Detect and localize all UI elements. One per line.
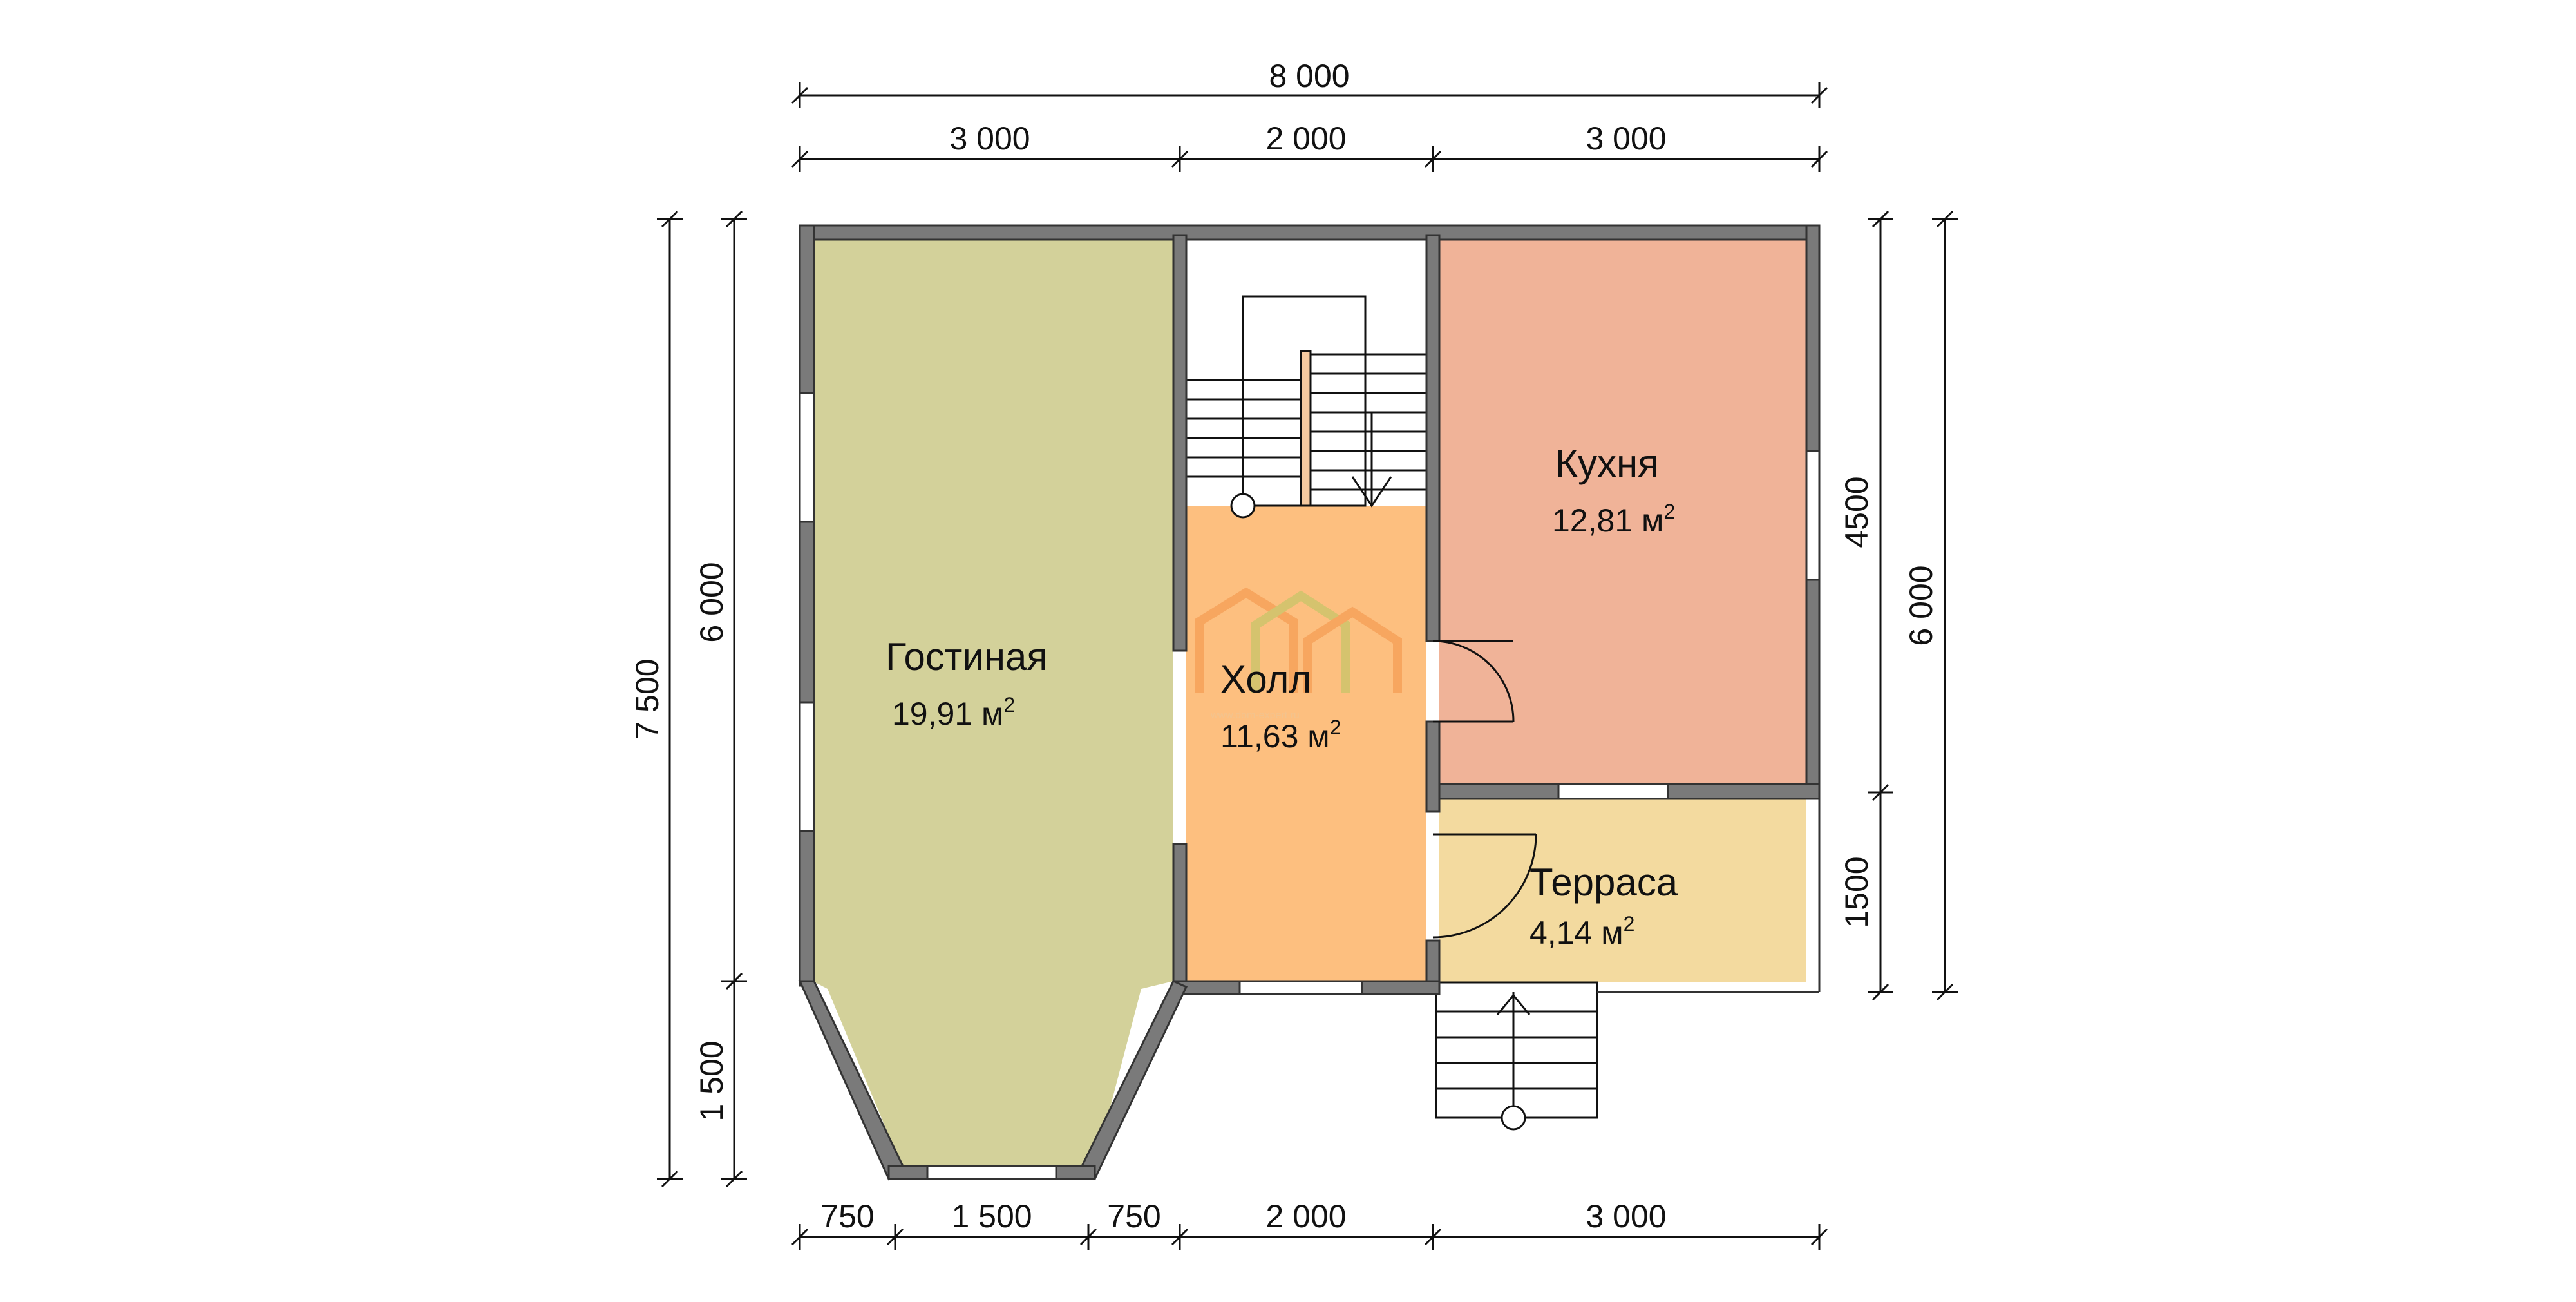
watermark-text: www.dom-expert.ru	[1210, 710, 1300, 721]
dim-right-inner-2: 1500	[1839, 856, 1875, 928]
kitchen-area: 12,81 м2	[1552, 500, 1675, 539]
living-room-fill	[813, 235, 1173, 1166]
watermark-logo: www.dom-expert.ru	[1195, 587, 1402, 721]
dim-top-total: 8 000	[1269, 58, 1349, 94]
dim-bottom-seg-3: 750	[1107, 1198, 1160, 1234]
terrace-fill	[1439, 799, 1806, 982]
dim-top-seg-3: 3 000	[1586, 120, 1666, 157]
kitchen-fill	[1439, 235, 1806, 784]
kitchen-name: Кухня	[1555, 442, 1659, 485]
hall-fill	[1186, 506, 1426, 982]
dim-left-seg-2: 1 500	[694, 1040, 730, 1121]
dim-right-outer: 6 000	[1903, 565, 1939, 646]
hall-name: Холл	[1220, 658, 1311, 701]
staircase-icon	[1186, 295, 1426, 519]
terrace-area: 4,14 м2	[1530, 912, 1634, 951]
terrace-name: Терраса	[1530, 861, 1678, 904]
dim-left-seg-1: 6 000	[694, 562, 730, 642]
living-room-area: 19,91 м2	[892, 693, 1015, 732]
living-room-name: Гостиная	[886, 635, 1048, 678]
hall-area: 11,63 м2	[1220, 716, 1341, 754]
dim-bottom-seg-1: 750	[820, 1198, 874, 1234]
dim-bottom-seg-4: 2 000	[1265, 1198, 1346, 1234]
doors	[1432, 640, 1537, 939]
dimension-lines	[657, 82, 1958, 1250]
entrance-steps-icon	[1435, 981, 1598, 1131]
dim-top-seg-2: 2 000	[1265, 120, 1346, 157]
windows	[799, 392, 1821, 1180]
dim-right-inner-1: 4500	[1839, 476, 1875, 548]
dim-left-total: 7 500	[629, 658, 665, 739]
dim-bottom-seg-5: 3 000	[1586, 1198, 1666, 1234]
dim-top-seg-1: 3 000	[949, 120, 1030, 157]
dim-bottom-seg-2: 1 500	[951, 1198, 1032, 1234]
